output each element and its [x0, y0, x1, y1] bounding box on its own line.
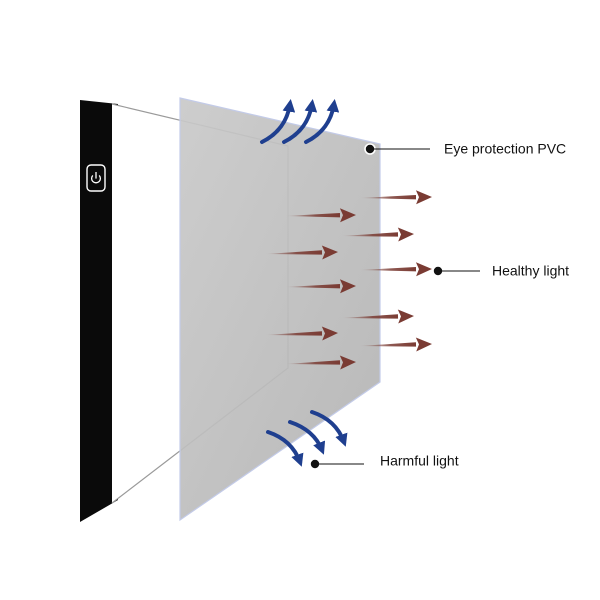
harmful-arrow [282, 98, 318, 144]
healthy-arrow-head [321, 245, 338, 260]
harmful-arrows-top [260, 98, 340, 144]
healthy-arrow-shaft [360, 195, 417, 200]
label-harmful-light: Harmful light [380, 453, 459, 469]
label-eye-protection: Eye protection PVC [444, 141, 566, 157]
healthy-arrow-head [415, 190, 432, 205]
healthy-arrow-head [321, 326, 338, 341]
callout-healthy-light: Healthy light [432, 263, 569, 279]
harmful-arrow [266, 430, 304, 467]
healthy-arrow-head [397, 309, 414, 324]
healthy-arrow-head [415, 337, 432, 352]
healthy-arrow-shaft [360, 342, 417, 347]
healthy-arrow-head [397, 227, 414, 242]
healthy-arrow-head [339, 208, 356, 223]
healthy-light-arrows [266, 190, 432, 370]
power-button [86, 164, 106, 192]
callout-eye-protection: Eye protection PVC [364, 141, 566, 157]
healthy-arrow-head [339, 279, 356, 294]
healthy-arrow-shaft [266, 331, 323, 336]
healthy-arrow-head [339, 355, 356, 370]
harmful-arrow [310, 410, 348, 447]
power-button-outline [86, 164, 106, 192]
healthy-arrow-shaft [342, 232, 399, 237]
harmful-arrow [288, 420, 326, 455]
harmful-arrows-bottom [266, 410, 348, 467]
power-icon [90, 172, 102, 184]
healthy-arrow-head [415, 262, 432, 277]
label-healthy-light: Healthy light [492, 263, 569, 279]
healthy-arrow-shaft [360, 267, 417, 272]
light-pad-frame [80, 100, 118, 522]
healthy-arrow-shaft [266, 250, 323, 255]
healthy-arrow-shaft [342, 314, 399, 319]
harmful-arrow [304, 98, 340, 144]
harmful-arrow [260, 98, 296, 144]
healthy-arrow-shaft [286, 284, 341, 289]
pvc-sheet [179, 97, 381, 522]
healthy-arrow-shaft [286, 360, 341, 365]
callout-harmful-light: Harmful light [309, 453, 459, 470]
healthy-arrow-shaft [286, 213, 341, 218]
